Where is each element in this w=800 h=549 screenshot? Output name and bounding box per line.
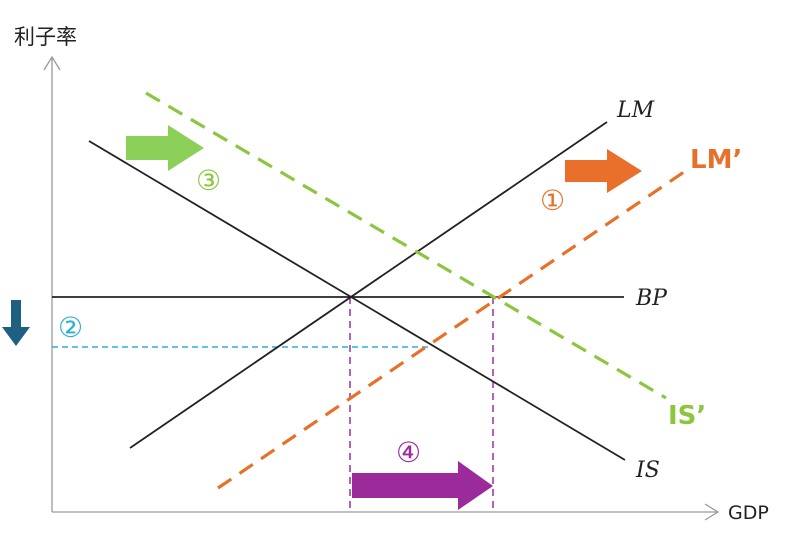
bp-label: BP [635, 286, 668, 311]
step-four-label: ④ [396, 436, 421, 469]
lm-prime-label: LM’ [690, 145, 742, 175]
is-label: IS [635, 458, 660, 483]
y-axis-label: 利子率 [14, 25, 77, 49]
y-axis-arrowhead [43, 55, 61, 71]
step-labels: ③ ① ② ④ [58, 164, 565, 469]
is-prime-label: IS’ [668, 401, 706, 431]
curve-labels: LM BP IS LM’ IS’ [616, 98, 742, 483]
step-two-label: ② [58, 311, 83, 344]
lm-curve [129, 121, 608, 449]
lm-label: LM [616, 98, 655, 123]
step-three-label: ③ [196, 164, 221, 197]
rate-down-arrow [2, 300, 30, 346]
lm-prime-curve [217, 170, 685, 490]
is-curve [88, 140, 626, 461]
curves [52, 121, 626, 461]
x-axis-arrowhead [704, 503, 720, 521]
axes: 利子率 GDP [14, 25, 769, 524]
arrows [2, 125, 642, 510]
step-one-label: ① [540, 184, 565, 217]
gdp-increase-arrow [352, 461, 493, 510]
is-prime-curve [145, 91, 667, 400]
shifted-curves [145, 91, 685, 490]
x-axis-label: GDP [728, 502, 769, 524]
lm-shift-arrow [565, 149, 642, 193]
is-shift-arrow [126, 125, 204, 171]
guides [52, 297, 494, 512]
